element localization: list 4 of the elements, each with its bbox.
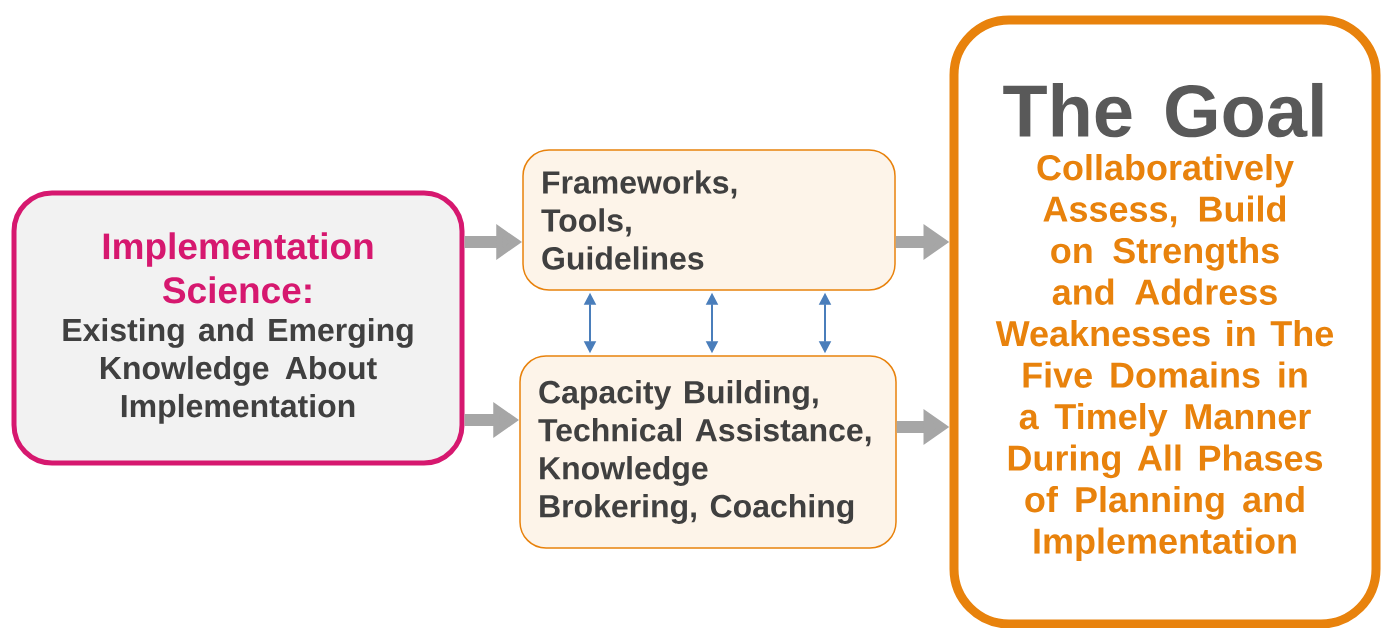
goal-box: The Goal Collaboratively Assess, Build on Strengths and Address Weaknesses in The Five Domains in a Timely Manner During All Phases of Planning and Implementation: [949, 15, 1381, 628]
source-box: Implementation Science: Existing and Emerging Knowledge About Implementation: [11, 190, 465, 466]
process-box: Frameworks, Tools, Guidelines: [522, 149, 896, 291]
process-box: Capacity Building, Technical Assistance, Knowledge Brokering, Coaching: [519, 355, 897, 549]
